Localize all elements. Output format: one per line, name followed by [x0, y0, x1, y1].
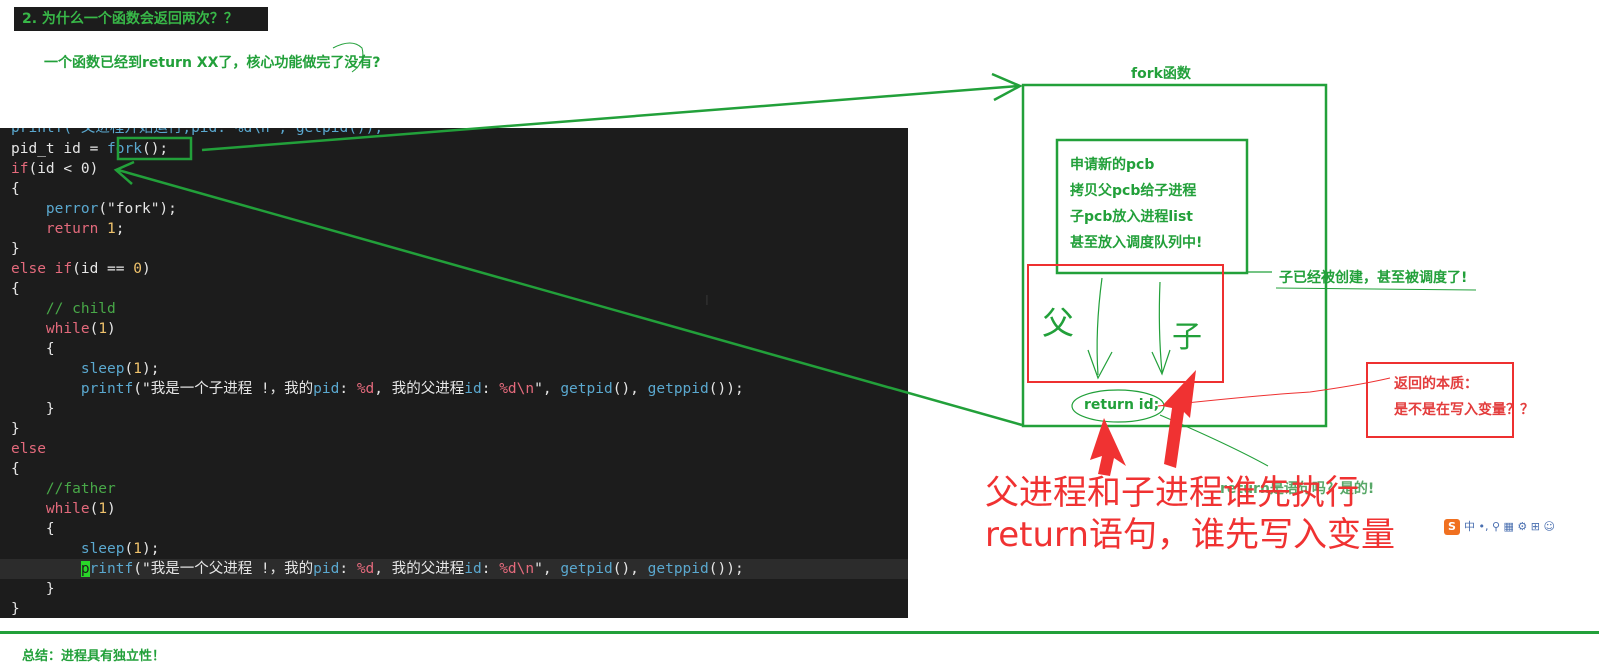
- code-line-brace: }: [45, 581, 55, 597]
- statement-note: return是语句吗？是的!: [1220, 481, 1375, 497]
- pcb-step: 申请新的pcb: [1070, 157, 1155, 173]
- code-line-brace: {: [11, 461, 20, 477]
- page-title: 2. 为什么一个函数会返回两次？？: [14, 7, 268, 31]
- code-line-brace: }: [11, 241, 20, 257]
- code-line-else: else: [11, 441, 46, 457]
- fork-highlight-box: [116, 136, 193, 161]
- child-flow-arrowhead: [1151, 349, 1171, 376]
- pcb-step: 甚至放入调度队列中!: [1070, 235, 1203, 251]
- parent-flow-line: [1096, 277, 1103, 376]
- code-line-partial: printf("父进程开始运行,pid: %d\n", getpid());: [11, 128, 384, 136]
- ime-toolbar-icons[interactable]: 中 •, ⚲ ▦ ⚙ ⊞ ☺: [1464, 520, 1555, 533]
- code-line-return: return 1;: [45, 221, 125, 237]
- code-line-if: if(id < 0): [11, 161, 99, 177]
- pcb-steps-box: [1055, 138, 1249, 275]
- code-line-elseif: else if(id == 0): [11, 261, 151, 277]
- pcb-step: 拷贝父pcb给子进程: [1070, 183, 1197, 199]
- next-section-heading: 总结：进程具有独立性！: [22, 649, 166, 664]
- fork-call: fork: [107, 141, 142, 157]
- handwritten-parent: 父: [1042, 304, 1075, 342]
- code-line-sleep: sleep(1);: [80, 361, 160, 377]
- code-line-brace: }: [45, 401, 55, 417]
- code-line-sleep: sleep(1);: [80, 541, 160, 557]
- red-arrow-right: [1162, 370, 1196, 468]
- return-arrowhead: [113, 160, 135, 185]
- child-flow-line: [1158, 281, 1163, 373]
- code-line-brace: {: [45, 341, 55, 357]
- return-arrow: [117, 168, 1023, 427]
- code-line-while: while(1): [45, 321, 116, 337]
- code-line-brace: {: [45, 521, 55, 537]
- code-line-fork: pid_t id = fork();: [11, 141, 169, 157]
- question-text: 一个函数已经到return XX了，核心功能做完了没有?: [44, 55, 381, 71]
- current-line-highlight: [0, 559, 908, 579]
- pcb-step: 子pcb放入进程list: [1070, 209, 1193, 225]
- text-cursor-block: p: [80, 561, 90, 577]
- big-red-question: 父进程和子进程谁先执行 return语句，谁先写入变量: [985, 473, 1395, 555]
- code-line-printf-father: printf("我是一个父进程 !，我的pid: %d, 我的父进程id: %d…: [80, 561, 744, 577]
- parent-child-box: [1027, 264, 1224, 383]
- question-squiggle: [332, 42, 364, 73]
- code-line-while: while(1): [45, 501, 116, 517]
- code-line-printf-child: printf("我是一个子进程 !，我的pid: %d, 我的父进程id: %d…: [80, 381, 744, 397]
- code-line-comment: //father: [45, 481, 116, 497]
- code-editor[interactable]: printf("父进程开始运行,pid: %d\n", getpid()); p…: [0, 128, 908, 618]
- pcb-steps-list: 申请新的pcb 拷贝父pcb给子进程 子pcb放入进程list 甚至放入调度队列…: [1070, 152, 1202, 256]
- code-line-perror: perror("fork");: [45, 201, 177, 217]
- code-line-brace: }: [11, 421, 20, 437]
- fork-arrowhead: [991, 72, 1023, 102]
- sogou-logo-icon: S: [1444, 519, 1460, 535]
- essence-note: 返回的本质： 是不是在写入变量？？: [1394, 376, 1534, 418]
- red-arrow-left: [1090, 418, 1126, 476]
- parent-flow-arrowhead: [1087, 349, 1113, 380]
- section-divider: [0, 631, 1599, 634]
- fork-function-title: fork函数: [1131, 66, 1191, 82]
- child-created-note: 子已经被创建，甚至被调度了!: [1279, 270, 1468, 286]
- child-created-underline: [1275, 287, 1477, 291]
- return-id-label: return id;: [1084, 397, 1160, 413]
- code-line-brace: }: [11, 601, 20, 617]
- code-line-comment: // child: [45, 301, 116, 317]
- code-line-brace: {: [11, 281, 20, 297]
- mouse-ibeam-icon: I: [705, 294, 709, 309]
- ime-toolbar[interactable]: S 中 •, ⚲ ▦ ⚙ ⊞ ☺: [1444, 518, 1599, 536]
- code-line-brace: {: [11, 181, 20, 197]
- fork-arrow: [201, 84, 1019, 152]
- essence-connector: [1157, 377, 1391, 407]
- essence-box: [1366, 362, 1514, 438]
- handwritten-child: 子: [1172, 320, 1202, 355]
